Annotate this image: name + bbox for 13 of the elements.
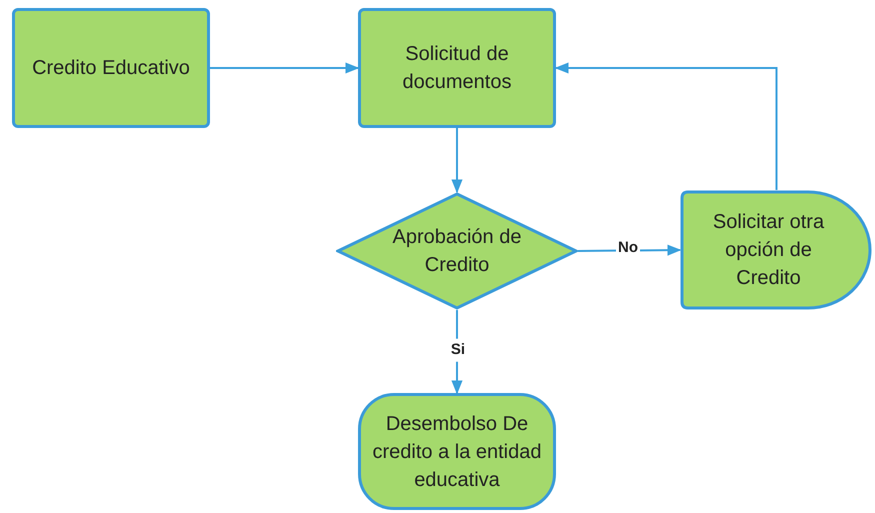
node-text: Credito Educativo [32,56,190,81]
arrow [210,62,360,74]
node-text: Solicitud de documentos [402,42,512,95]
arrow [554,62,778,190]
arrow [451,128,463,194]
process-box [12,8,210,128]
node-text: Solicitar otra opción de Credito [712,210,826,291]
delay-shape [680,190,873,310]
decision-diamond [336,192,578,310]
node-text: Aprobación de Credito [392,225,522,278]
terminal-box [358,393,556,510]
node-text: Desembolso De credito a la entidad educativa [371,412,542,492]
process-box [358,8,556,128]
